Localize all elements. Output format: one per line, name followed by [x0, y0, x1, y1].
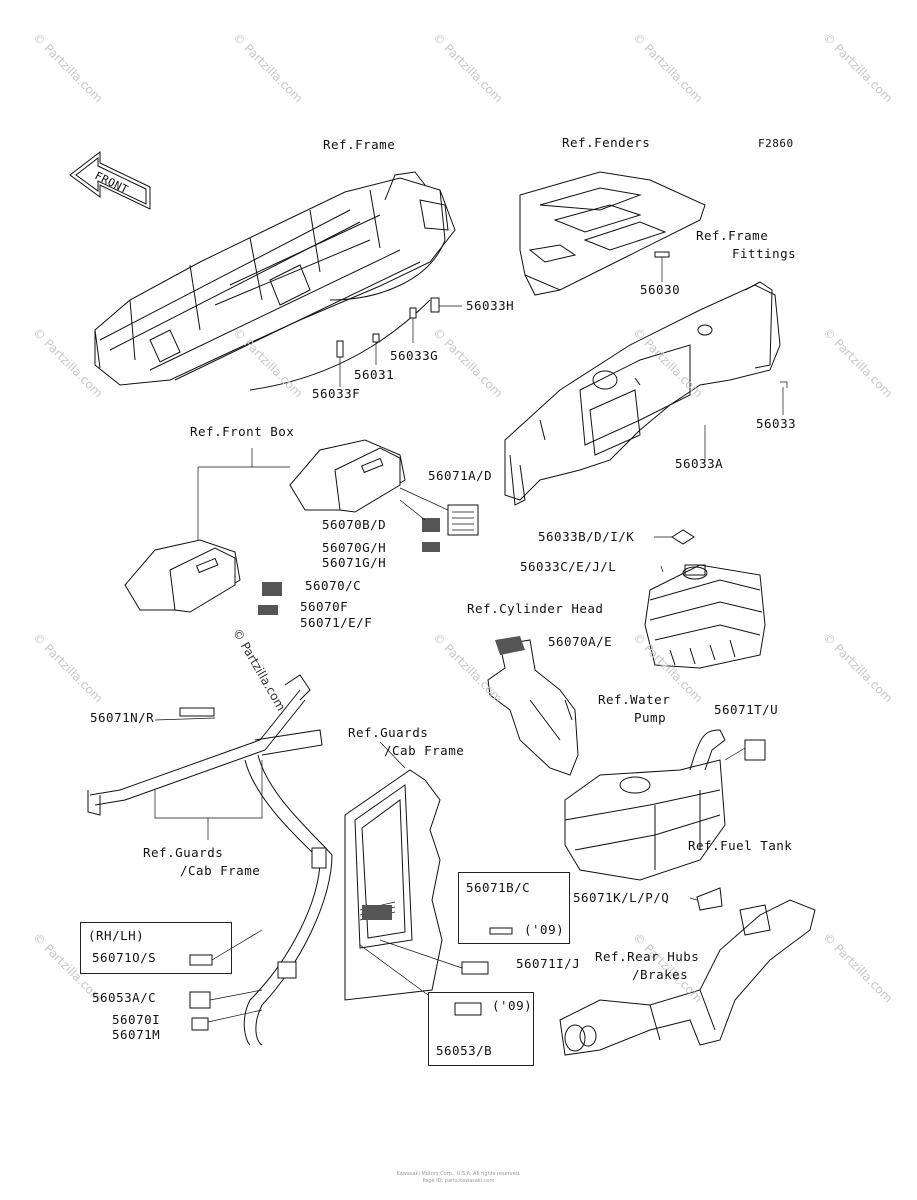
b-09-box	[428, 992, 534, 1066]
ref-frame-fittings-label: Ref.Frame	[696, 228, 769, 243]
ref-rear-hubs-label-2: /Brakes	[632, 967, 689, 982]
part-number: 56033A	[675, 456, 724, 471]
part-number: 56071/E/F	[300, 615, 373, 630]
part-number: 56033	[756, 416, 797, 431]
figure-id: F2860	[758, 137, 794, 150]
part-number: 56071I/J	[516, 956, 581, 971]
frame-fittings-drawing	[504, 281, 781, 506]
part-number: 56033C/E/J/L	[520, 559, 617, 574]
rh-lh-note: (RH/LH)	[88, 928, 145, 943]
part-number: 56070/C	[305, 578, 362, 593]
year-note: ('09)	[524, 922, 565, 937]
cab-door-drawing	[344, 769, 443, 1001]
ref-fenders-label: Ref.Fenders	[562, 135, 651, 150]
front-box-lower-drawing	[124, 539, 241, 613]
part-number: 56070I	[112, 1012, 161, 1027]
guards-tube-drawing	[87, 674, 333, 1046]
part-number: 56031	[354, 367, 395, 382]
part-number: 56071N/R	[90, 710, 155, 725]
part-number: 56070B/D	[322, 517, 387, 532]
part-number: 56053/B	[436, 1043, 493, 1058]
fenders-drawing	[519, 171, 706, 296]
water-pump-drawing	[487, 636, 579, 776]
year-note: ('09)	[492, 998, 533, 1013]
ref-frame-fittings-label-2: Fittings	[732, 246, 797, 261]
b-c-09-box	[458, 872, 570, 944]
ref-front-box-label: Ref.Front Box	[190, 424, 295, 439]
ref-cab-frame-label-2: /Cab Frame	[180, 863, 261, 878]
part-number: 56071G/H	[322, 555, 387, 570]
part-number: 56071O/S	[92, 950, 157, 965]
ref-guards-label: Ref.Guards	[348, 725, 429, 740]
part-number: 56033H	[466, 298, 515, 313]
part-number: 56071K/L/P/Q	[573, 890, 670, 905]
front-arrow-icon	[69, 150, 151, 210]
part-number: 56033F	[312, 386, 361, 401]
ref-cab-frame-label: /Cab Frame	[384, 743, 465, 758]
part-number: 56053A/C	[92, 990, 157, 1005]
ref-frame-label: Ref.Frame	[323, 137, 396, 152]
part-number: 56033B/D/I/K	[538, 529, 635, 544]
cylinder-head-drawing	[644, 564, 766, 669]
ref-guards-label-2: Ref.Guards	[143, 845, 224, 860]
ref-rear-hubs-label: Ref.Rear Hubs	[595, 949, 700, 964]
part-number: 56030	[640, 282, 681, 297]
footer-line: Page ID: parts.kawasaki.com	[422, 1178, 495, 1184]
fuel-tank-drawing	[564, 729, 726, 881]
part-number: 56033G	[390, 348, 439, 363]
footer-line: Kawasaki Motors Corp., U.S.A. All rights…	[396, 1171, 521, 1177]
ref-fuel-tank-label: Ref.Fuel Tank	[688, 838, 793, 853]
ref-cylinder-head-label: Ref.Cylinder Head	[467, 601, 604, 616]
rh-lh-box	[80, 922, 232, 974]
part-number: 56070F	[300, 599, 349, 614]
ref-water-pump-label: Ref.Water	[598, 692, 671, 707]
part-number: 56071B/C	[466, 880, 531, 895]
part-number: 56071M	[112, 1027, 161, 1042]
front-box-upper-drawing	[289, 439, 406, 513]
part-number: 56071T/U	[714, 702, 779, 717]
part-number: 56070A/E	[548, 634, 613, 649]
part-number: 56070G/H	[322, 540, 387, 555]
part-number: 56071A/D	[428, 468, 493, 483]
rear-hubs-drawing	[559, 899, 816, 1056]
ref-water-pump-label-2: Pump	[634, 710, 667, 725]
